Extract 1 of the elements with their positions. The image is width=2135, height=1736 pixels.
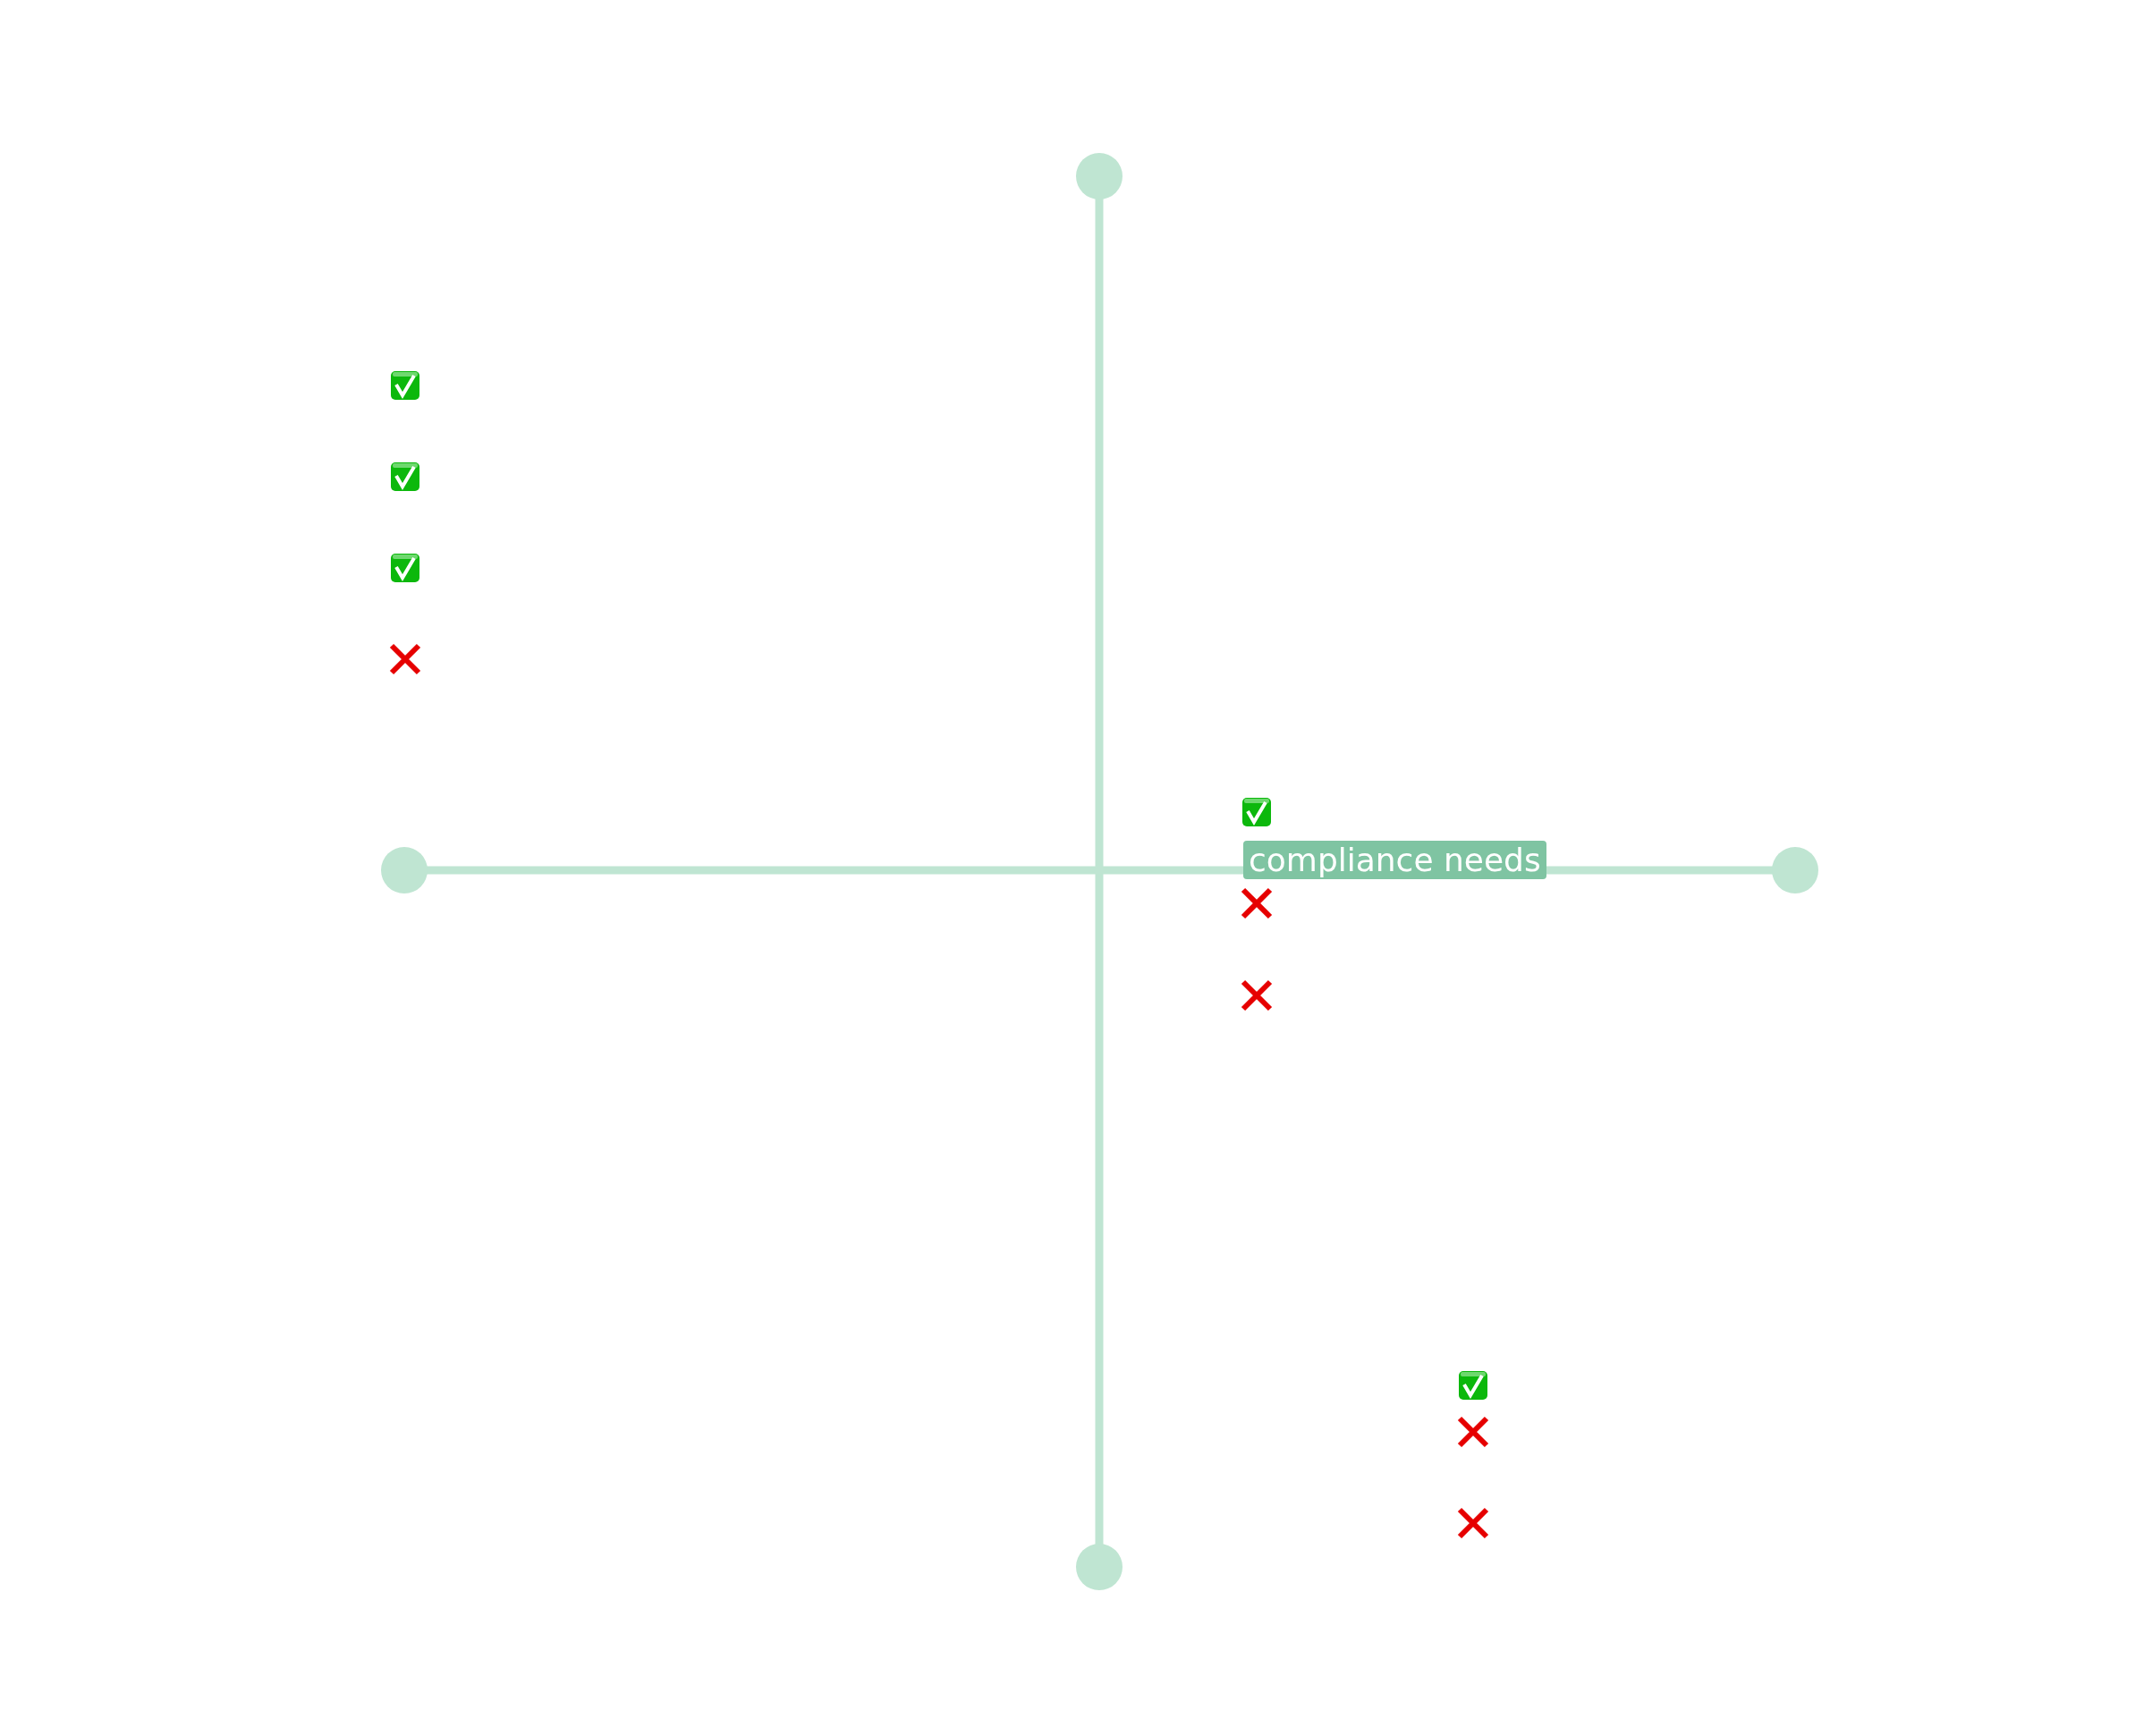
item-text: compliance needs <box>1243 841 1546 880</box>
